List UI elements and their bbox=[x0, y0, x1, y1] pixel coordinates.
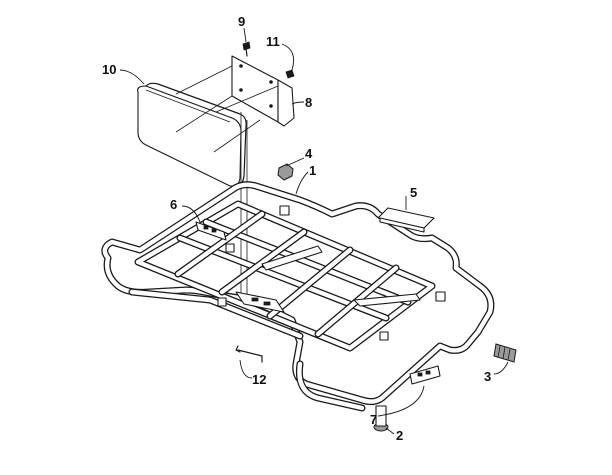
callout-8: 8 bbox=[305, 95, 312, 110]
backrest-plate bbox=[231, 41, 295, 127]
decal bbox=[377, 207, 435, 233]
callout-1: 1 bbox=[309, 163, 316, 178]
callout-10: 10 bbox=[102, 62, 116, 77]
callout-11: 11 bbox=[266, 34, 280, 49]
callout-2: 2 bbox=[396, 428, 403, 443]
backrest-pad bbox=[137, 82, 247, 187]
callout-12: 12 bbox=[252, 372, 266, 387]
rack-frame bbox=[101, 181, 495, 412]
rack-brackets bbox=[195, 163, 517, 432]
callout-7: 7 bbox=[370, 412, 377, 427]
callout-9: 9 bbox=[238, 14, 245, 29]
callout-6: 6 bbox=[170, 197, 177, 212]
callout-5: 5 bbox=[410, 185, 417, 200]
leader-lines bbox=[119, 27, 509, 435]
callout-4: 4 bbox=[305, 146, 313, 161]
callouts: 9 11 10 8 4 1 5 6 12 3 7 2 bbox=[102, 14, 491, 443]
callout-3: 3 bbox=[484, 369, 491, 384]
